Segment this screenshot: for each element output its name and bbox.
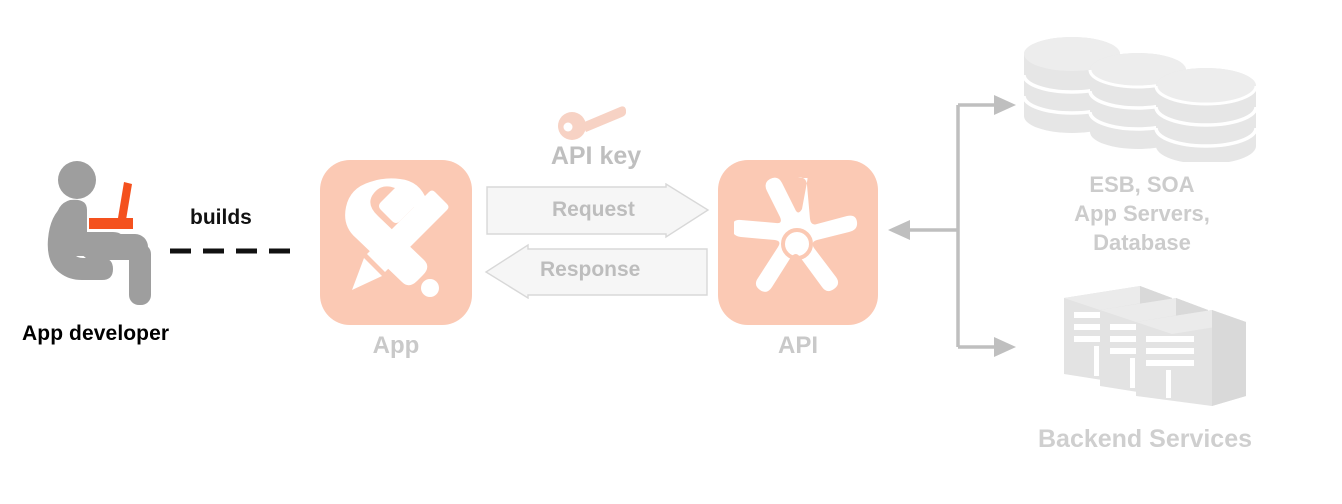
backend-services-label: Backend Services (1037, 425, 1253, 453)
request-arrow-icon (486, 182, 710, 239)
request-label: Request (552, 198, 635, 221)
wrench-and-pencil-icon (345, 178, 449, 297)
api-label: API (777, 332, 818, 359)
backend-database-label: ESB, SOA App Servers, Database (1010, 170, 1274, 257)
api-star-icon (734, 177, 858, 292)
api-key-label: API key (550, 142, 642, 170)
seated-developer-icon (47, 161, 151, 305)
api-tile[interactable] (718, 160, 878, 325)
backend-connector-lines (886, 92, 1016, 360)
backend-database-label-line3: Database (1093, 230, 1191, 255)
server-rack-icon (1022, 282, 1262, 406)
builds-relation-label: builds (190, 206, 252, 229)
app-developer-label: App developer (22, 322, 170, 345)
app-tile[interactable] (320, 160, 472, 325)
app-developer-figure (40, 160, 200, 305)
response-label: Response (540, 258, 641, 281)
builds-dashed-line (168, 242, 304, 254)
backend-database-label-line2: App Servers, (1074, 201, 1210, 226)
key-icon (556, 100, 627, 142)
backend-database-label-line1: ESB, SOA (1089, 172, 1195, 197)
response-arrow-icon (484, 243, 708, 300)
database-cluster-icon (1022, 34, 1262, 164)
app-label: App (372, 332, 420, 359)
